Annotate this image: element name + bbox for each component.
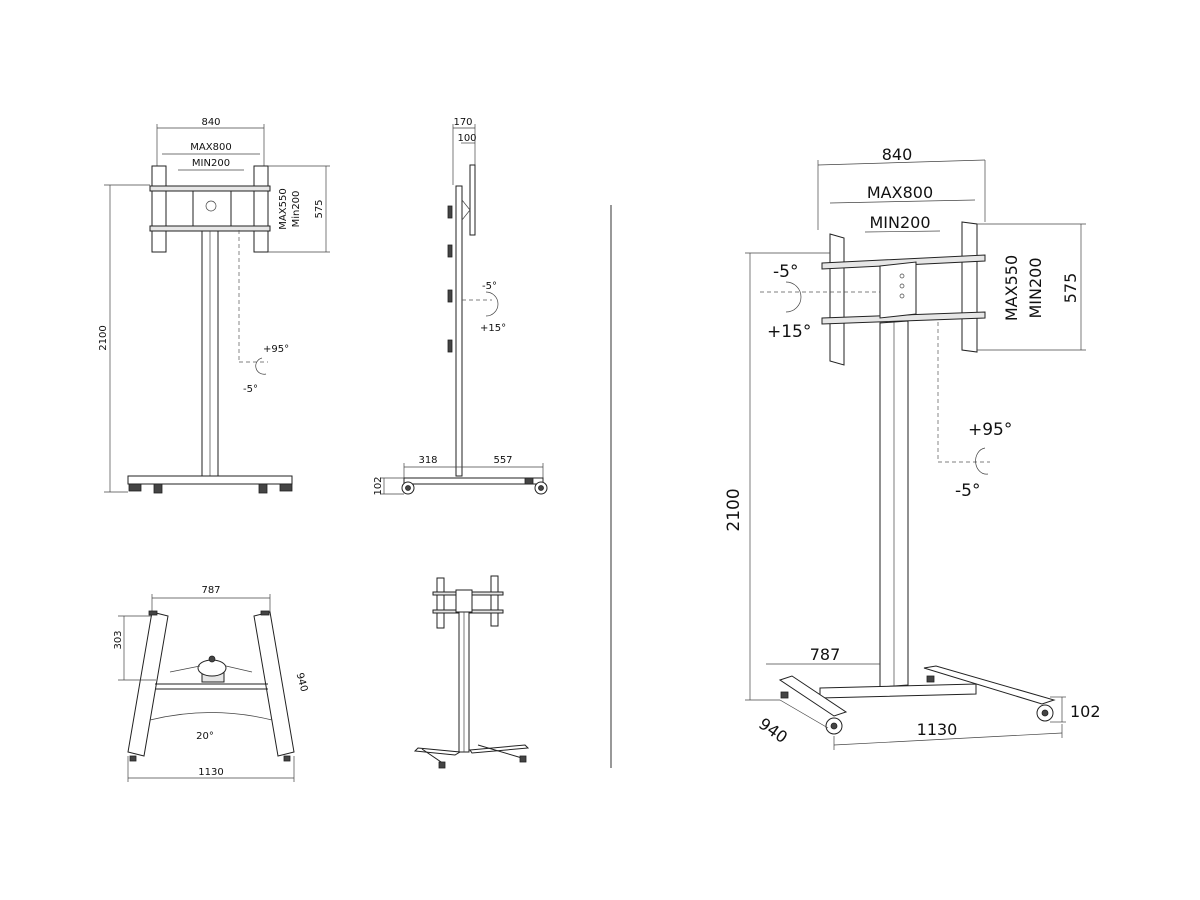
front-bracket-height-label: 575 bbox=[314, 199, 325, 218]
side-depth-total-label: 170 bbox=[453, 117, 472, 128]
iso-inner-width-label: 787 bbox=[810, 645, 841, 664]
iso-swivel-minus-label: -5° bbox=[955, 481, 980, 501]
iso-bracket-height-label: 575 bbox=[1061, 273, 1080, 304]
iso-width-label: 840 bbox=[882, 145, 913, 164]
top-leg-angle-label: 20° bbox=[196, 731, 214, 742]
iso-left-foot bbox=[778, 675, 848, 717]
iso-mount-plate bbox=[879, 261, 917, 319]
iso-lower-rail bbox=[821, 311, 986, 325]
top-inner-width-label: 787 bbox=[201, 585, 220, 596]
iso-vesa-min-label: MIN200 bbox=[869, 213, 930, 232]
side-column bbox=[455, 185, 463, 477]
iso-tilt-plus-label: +15° bbox=[767, 322, 811, 342]
top-leg-length-label: 940 bbox=[294, 672, 310, 693]
front-lower-rail bbox=[149, 225, 271, 232]
side-depth-plate-label: 100 bbox=[457, 133, 476, 144]
side-tilt-plus-label: +15° bbox=[480, 323, 506, 334]
front-left-arm bbox=[151, 165, 167, 253]
iso-upper-rail bbox=[821, 254, 986, 270]
iso-outer-width-label: 1130 bbox=[917, 720, 958, 739]
iso-depth-label: 940 bbox=[755, 714, 791, 747]
iso-base-height-label: 102 bbox=[1070, 702, 1101, 721]
iso-tilt-minus-label: -5° bbox=[773, 262, 798, 282]
iso-vesa-vmax-label: MAX550 bbox=[1002, 255, 1021, 321]
side-base-back-label: 557 bbox=[493, 455, 512, 466]
top-leg-offset-label: 303 bbox=[113, 630, 124, 649]
front-upper-rail bbox=[149, 185, 271, 192]
iso-base-crossbar bbox=[819, 683, 977, 699]
front-width-label: 840 bbox=[201, 117, 220, 128]
side-display-plate bbox=[469, 164, 476, 236]
front-view: 840 MAX800 MIN200 MAX550 Min200 575 bbox=[98, 117, 330, 494]
side-base-front-label: 318 bbox=[418, 455, 437, 466]
front-right-arm bbox=[253, 165, 269, 253]
side-base bbox=[403, 477, 544, 485]
front-base bbox=[127, 475, 293, 485]
large-iso-view: 840 MAX800 MIN200 -5° +15° MAX550 MIN200… bbox=[724, 145, 1101, 750]
front-vesa-min-label: MIN200 bbox=[192, 158, 230, 169]
small-iso-view bbox=[413, 575, 530, 769]
iso-vesa-vmin-label: MIN200 bbox=[1026, 257, 1045, 318]
front-swivel-plus-label: +95° bbox=[263, 344, 289, 355]
front-swivel-minus-label: -5° bbox=[243, 384, 258, 395]
front-vesa-vmin-label: Min200 bbox=[291, 191, 302, 228]
iso-right-foot bbox=[923, 665, 1056, 705]
side-base-height-label: 102 bbox=[373, 476, 384, 495]
iso-total-height-label: 2100 bbox=[724, 488, 744, 531]
iso-right-arm bbox=[961, 221, 978, 353]
iso-swivel-plus-label: +95° bbox=[968, 420, 1012, 440]
side-tilt-minus-label: -5° bbox=[482, 281, 497, 292]
top-view: 787 303 940 20° 1130 bbox=[113, 585, 309, 782]
front-vesa-vmax-label: MAX550 bbox=[278, 188, 289, 229]
iso-left-arm bbox=[829, 233, 845, 366]
front-total-height-label: 2100 bbox=[98, 325, 109, 350]
iso-vesa-max-label: MAX800 bbox=[867, 183, 933, 202]
front-mount-plate bbox=[192, 190, 232, 227]
top-left-leg bbox=[127, 611, 169, 757]
top-outer-width-label: 1130 bbox=[198, 767, 223, 778]
front-vesa-max-label: MAX800 bbox=[190, 142, 231, 153]
side-view: 170 100 -5° +15° 318 557 102 bbox=[373, 117, 548, 496]
